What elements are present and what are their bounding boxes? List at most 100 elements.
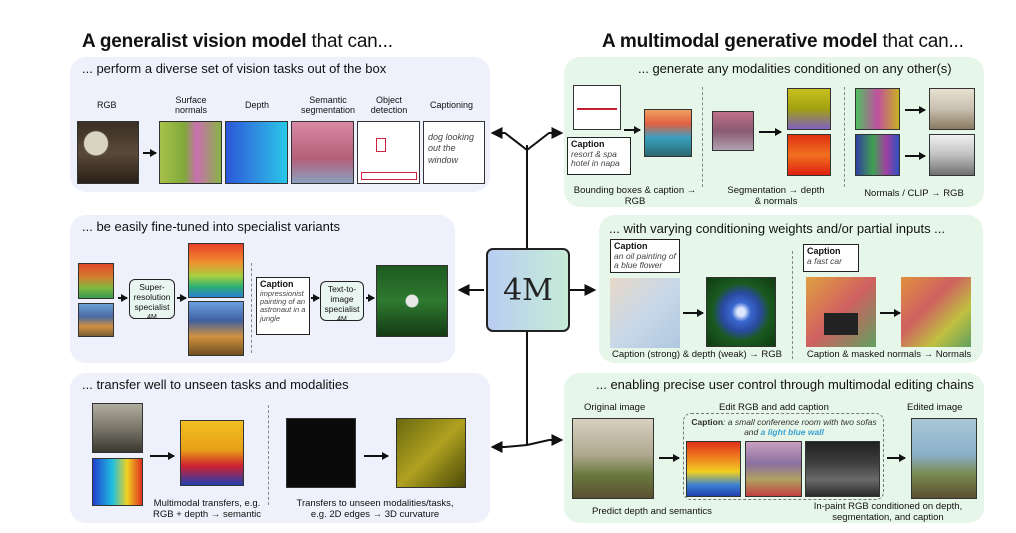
left-heading: A generalist vision model that can... <box>82 31 393 52</box>
predicted-semantics <box>745 441 802 497</box>
arrow <box>143 149 157 156</box>
weights-depth-input <box>610 278 680 348</box>
label-captioning: Captioning <box>430 100 474 110</box>
label-object-detection: Object detection <box>370 95 408 116</box>
high-res-depth <box>188 243 244 298</box>
depth-image <box>225 121 288 184</box>
right-heading: A multimodal generative model that can..… <box>602 31 964 52</box>
editing-caption: Caption: a small conference room with tw… <box>691 417 877 438</box>
weights-label-1: Caption (strong) & depth (weak) → RGB <box>611 349 782 360</box>
weights-panel: ... with varying conditioning weights an… <box>599 215 983 363</box>
connector-bottom-right <box>526 434 564 446</box>
original-image <box>572 418 654 499</box>
low-res-rgb <box>78 303 114 337</box>
transfer-title: ... transfer well to unseen tasks and mo… <box>82 377 349 392</box>
arrow <box>366 294 375 301</box>
arrow <box>887 454 906 461</box>
generate-title: ... generate any modalities conditioned … <box>638 61 952 76</box>
edited-image <box>911 418 977 499</box>
arrow <box>905 106 926 113</box>
masked-rgb <box>805 441 880 497</box>
seg-input <box>712 111 754 151</box>
clip-input <box>855 134 900 176</box>
curvature-image <box>396 418 466 488</box>
transfer-semantic <box>180 420 244 486</box>
arrow <box>118 294 128 301</box>
arrow <box>905 152 926 159</box>
arrow <box>759 128 782 135</box>
caption-output: dog looking out the window <box>423 121 485 184</box>
normals-input <box>855 88 900 130</box>
arrow <box>311 294 320 301</box>
transfer-rgb <box>92 403 143 453</box>
weights-label-2: Caption & masked normals → Normals <box>806 349 972 360</box>
edges-image <box>286 418 356 488</box>
original-label: Original image <box>584 402 646 413</box>
generate-label-1: Bounding boxes & caption → RGB <box>573 185 697 208</box>
tasks-panel: ... perform a diverse set of vision task… <box>70 57 490 192</box>
tasks-title: ... perform a diverse set of vision task… <box>82 61 387 76</box>
finetune-title: ... be easily fine-tuned into specialist… <box>82 219 340 234</box>
label-surface-normals: Surface normals <box>174 95 207 116</box>
arrow <box>150 452 175 459</box>
arrow <box>364 452 389 459</box>
surface-normals-image <box>159 121 222 184</box>
inpaint-label: In-paint RGB conditioned on depth, segme… <box>813 501 963 524</box>
connector-top-right <box>526 127 564 151</box>
bbox-line <box>577 108 617 116</box>
generate-label-3: Normals / CLIP → RGB <box>864 188 964 199</box>
4m-model-box: 4M <box>486 248 570 332</box>
arrow <box>659 454 680 461</box>
high-res-rgb <box>188 301 244 356</box>
divider <box>792 251 793 359</box>
rgb-image <box>77 121 139 184</box>
mask <box>824 313 858 335</box>
divider <box>268 405 269 505</box>
label-semantic-segmentation: Semantic segmentation <box>300 95 356 116</box>
low-res-depth <box>78 263 114 299</box>
arrow <box>177 294 187 301</box>
blue-flower-image <box>706 277 776 347</box>
divider <box>844 87 845 187</box>
arrow <box>880 309 901 316</box>
generate-panel: ... generate any modalities conditioned … <box>564 57 984 207</box>
masked-normals-input <box>806 277 876 347</box>
transfer-right-caption: Transfers to unseen modalities/tasks, e.… <box>296 498 454 521</box>
predict-label: Predict depth and semantics <box>592 506 712 517</box>
normals-output <box>901 277 971 347</box>
editing-panel: ... enabling precise user control throug… <box>564 373 984 523</box>
weights-title: ... with varying conditioning weights an… <box>609 221 946 236</box>
transfer-panel: ... transfer well to unseen tasks and mo… <box>70 373 490 523</box>
edit-chain-box <box>683 413 884 500</box>
predicted-depth <box>686 441 741 497</box>
connector-top-left <box>490 127 528 151</box>
label-depth: Depth <box>245 100 270 110</box>
detection-image <box>357 121 420 184</box>
gen-normals <box>787 88 831 130</box>
arrow <box>683 309 704 316</box>
detection-box <box>376 138 386 152</box>
transfer-depth <box>92 458 143 506</box>
finetune-panel: ... be easily fine-tuned into specialist… <box>70 215 455 363</box>
normals-rgb-output <box>929 88 975 130</box>
editing-title: ... enabling precise user control throug… <box>596 377 974 392</box>
clip-rgb-output <box>929 134 975 176</box>
divider <box>702 87 703 187</box>
divider <box>251 263 252 353</box>
transfer-left-caption: Multimodal transfers, e.g. RGB + depth →… <box>153 498 261 521</box>
detection-box <box>361 172 417 180</box>
generate-label-2: Segmentation → depth & normals <box>727 185 825 208</box>
edited-label: Edited image <box>907 402 963 413</box>
bbox-input <box>573 85 621 130</box>
label-rgb: RGB <box>97 100 117 110</box>
resort-image <box>644 109 692 157</box>
connector-bottom-left <box>490 441 528 453</box>
edit-label: Edit RGB and add caption <box>719 402 829 413</box>
segmentation-image <box>291 121 354 184</box>
